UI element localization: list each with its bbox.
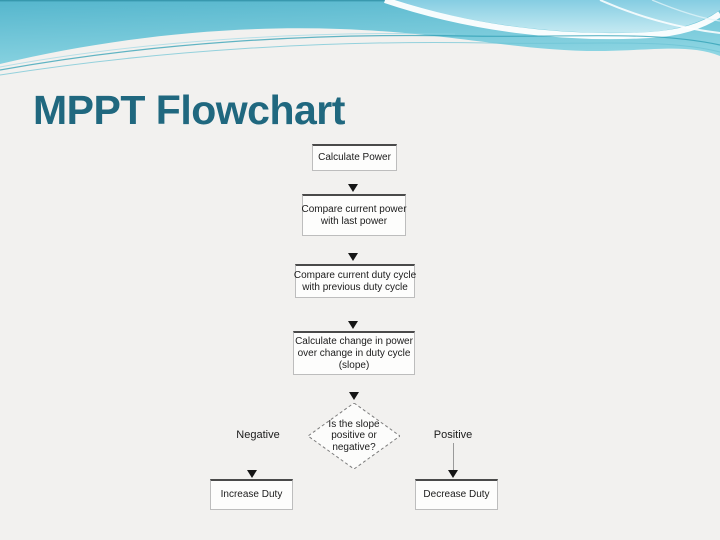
flowchart-node-calculate-power: Calculate Power	[312, 144, 397, 171]
flowchart-node-decrease-duty: Decrease Duty	[415, 479, 498, 510]
edge-label-positive: Positive	[433, 429, 473, 441]
flow-arrow-down-icon	[348, 253, 358, 261]
node-label-line: Calculate change in power	[295, 335, 413, 347]
slide-title: MPPT Flowchart	[33, 87, 345, 133]
node-label-line: negative?	[332, 441, 376, 453]
node-label-line: Compare current power	[301, 203, 407, 215]
flow-arrow-down-icon	[349, 392, 359, 400]
node-label-line: positive or	[331, 430, 377, 442]
node-label-line: Compare current duty cycle	[293, 269, 417, 281]
node-label-line: Is the slope	[328, 418, 380, 430]
node-label-line: (slope)	[338, 359, 370, 371]
flow-arrow-down-icon	[448, 470, 458, 478]
flowchart-node-slope-decision: Is the slope positive or negative?	[308, 403, 400, 469]
node-label-line: Increase Duty	[220, 489, 283, 500]
node-label-line: Decrease Duty	[423, 489, 490, 500]
flow-arrow-down-icon	[348, 321, 358, 329]
node-label-line: with previous duty cycle	[302, 281, 408, 293]
flowchart-node-calculate-slope: Calculate change in power over change in…	[293, 331, 415, 375]
edge-label-negative: Negative	[236, 429, 280, 441]
flow-arrow-down-icon	[247, 470, 257, 478]
node-label-line: Calculate Power	[318, 152, 391, 163]
flowchart-node-compare-duty-cycle: Compare current duty cycle with previous…	[293, 264, 417, 298]
node-label-line: over change in duty cycle	[297, 347, 411, 359]
flowchart-node-compare-power: Compare current power with last power	[301, 194, 407, 236]
decision-label: Is the slope positive or negative?	[308, 403, 400, 469]
flow-arrow-down-icon	[348, 184, 358, 192]
positive-branch-connector-line	[453, 443, 454, 470]
flowchart-node-increase-duty: Increase Duty	[210, 479, 293, 510]
decision-diamond-shape	[308, 403, 400, 469]
node-label-line: with last power	[320, 215, 388, 227]
